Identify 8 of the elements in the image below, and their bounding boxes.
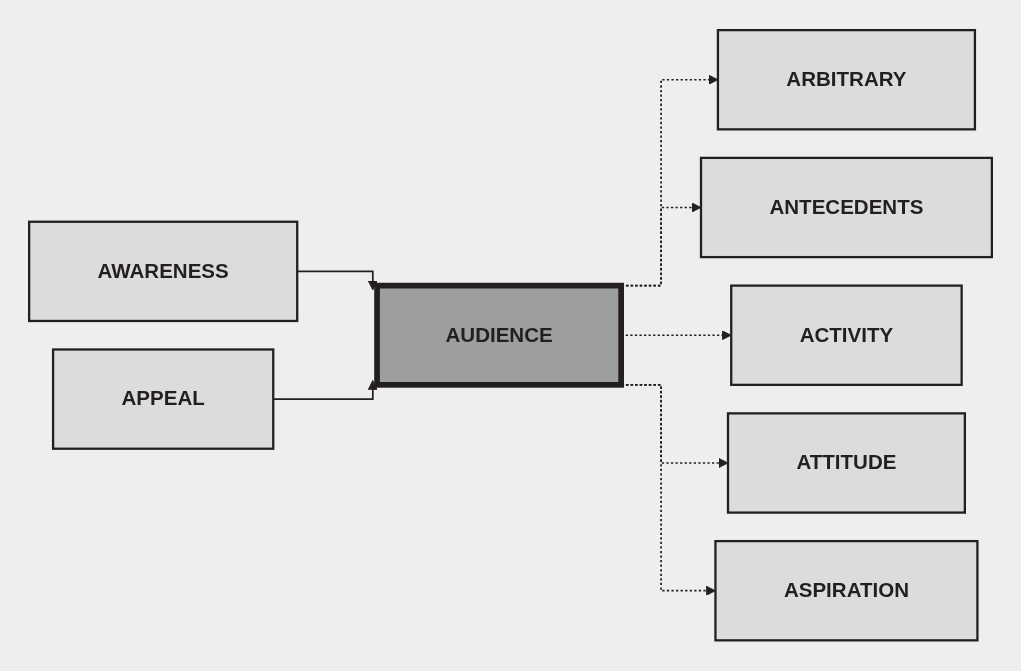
node-box: ATTITUDE — [726, 412, 966, 514]
node-box: APPEAL — [51, 348, 275, 451]
node-box: ACTIVITY — [730, 284, 963, 387]
node-box: ANTECEDENTS — [699, 157, 993, 259]
node-box: ARBITRARY — [716, 29, 977, 131]
node-box: AWARENESS — [28, 220, 299, 323]
node-box: ASPIRATION — [714, 540, 979, 642]
node-box: AUDIENCE — [374, 283, 624, 388]
